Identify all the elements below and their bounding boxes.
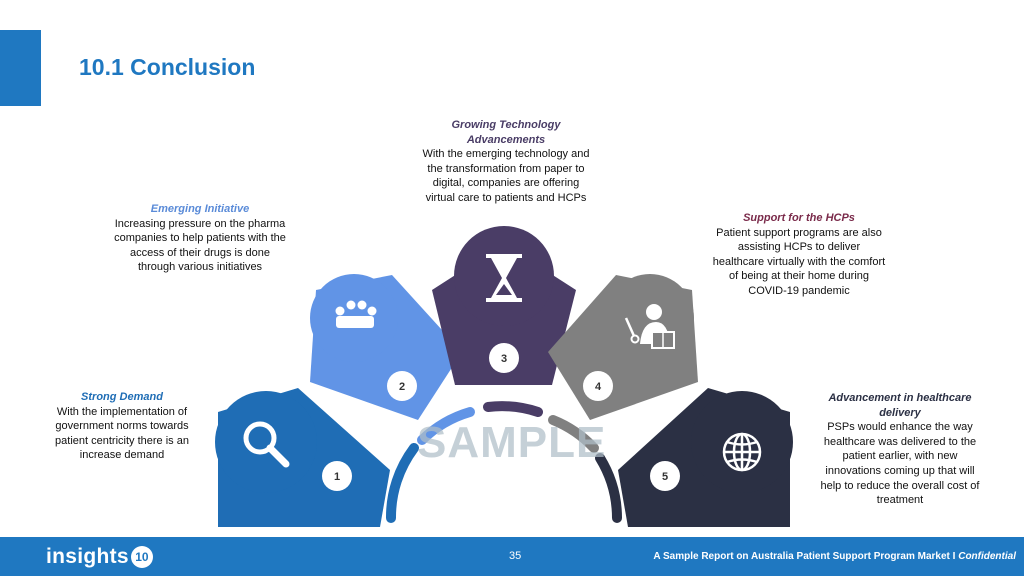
teacher-icon — [624, 304, 675, 349]
callout-heading: Strong Demand — [81, 391, 163, 403]
footer-report-title: A Sample Report on Australia Patient Sup… — [653, 551, 959, 562]
logo-text: insights — [46, 545, 129, 568]
title-accent-bar — [0, 30, 41, 106]
segment-4: 4 — [548, 274, 698, 420]
group-meeting-icon — [335, 300, 377, 328]
emerging-initiative-callout: Emerging Initiative Increasing pressure … — [114, 202, 286, 275]
segment-5: 5 — [618, 388, 793, 527]
globe-icon — [722, 432, 762, 472]
sample-watermark: SAMPLE — [417, 418, 607, 467]
segment-1-disc — [215, 391, 317, 493]
growing-technology-callout: Growing Technology Advancements With the… — [418, 118, 594, 206]
footer-note: A Sample Report on Australia Patient Sup… — [653, 551, 1016, 562]
strong-demand-callout: Strong Demand With the implementation of… — [44, 390, 200, 463]
step-4-badge — [583, 371, 613, 401]
step-4-number: 4 — [595, 381, 602, 393]
segment-3: 3 — [432, 226, 576, 385]
callout-body: With the emerging technology and the tra… — [422, 148, 590, 204]
callout-body: With the implementation of government no… — [55, 405, 189, 462]
advancement-delivery-callout: Advancement in healthcare delivery PSPs … — [815, 391, 985, 508]
segment-2: 2 — [310, 274, 462, 420]
step-5-badge — [650, 461, 680, 491]
callout-heading: Advancement in healthcare delivery — [828, 392, 972, 419]
page-title: 10.1 Conclusion — [79, 54, 256, 80]
hourglass-icon — [486, 254, 522, 302]
inner-arcs — [385, 401, 622, 523]
footer-confidential: Confidential — [958, 551, 1016, 562]
step-1-number: 1 — [334, 471, 340, 483]
footer-bar: insights 10 35 A Sample Report on Austra… — [0, 537, 1024, 576]
step-3-badge — [489, 343, 519, 373]
support-hcps-callout: Support for the HCPs Patient support pro… — [711, 211, 887, 299]
insights10-logo: insights 10 — [46, 544, 153, 570]
callout-heading: Support for the HCPs — [743, 212, 855, 224]
callout-heading: Growing Technology Advancements — [451, 119, 561, 146]
magnifier-icon — [243, 421, 290, 468]
step-1-badge — [322, 461, 352, 491]
page-number: 35 — [509, 550, 522, 562]
segment-1: 1 — [215, 388, 390, 527]
callout-body: Patient support programs are also assist… — [712, 226, 886, 297]
callout-body: PSPs would enhance the way healthcare wa… — [820, 421, 980, 507]
logo-badge: 10 — [130, 546, 153, 568]
step-2-badge — [387, 371, 417, 401]
step-5-number: 5 — [662, 471, 668, 483]
callout-body: Increasing pressure on the pharma compan… — [114, 217, 286, 274]
step-2-number: 2 — [399, 381, 405, 393]
step-3-number: 3 — [501, 353, 507, 365]
callout-heading: Emerging Initiative — [150, 203, 250, 215]
